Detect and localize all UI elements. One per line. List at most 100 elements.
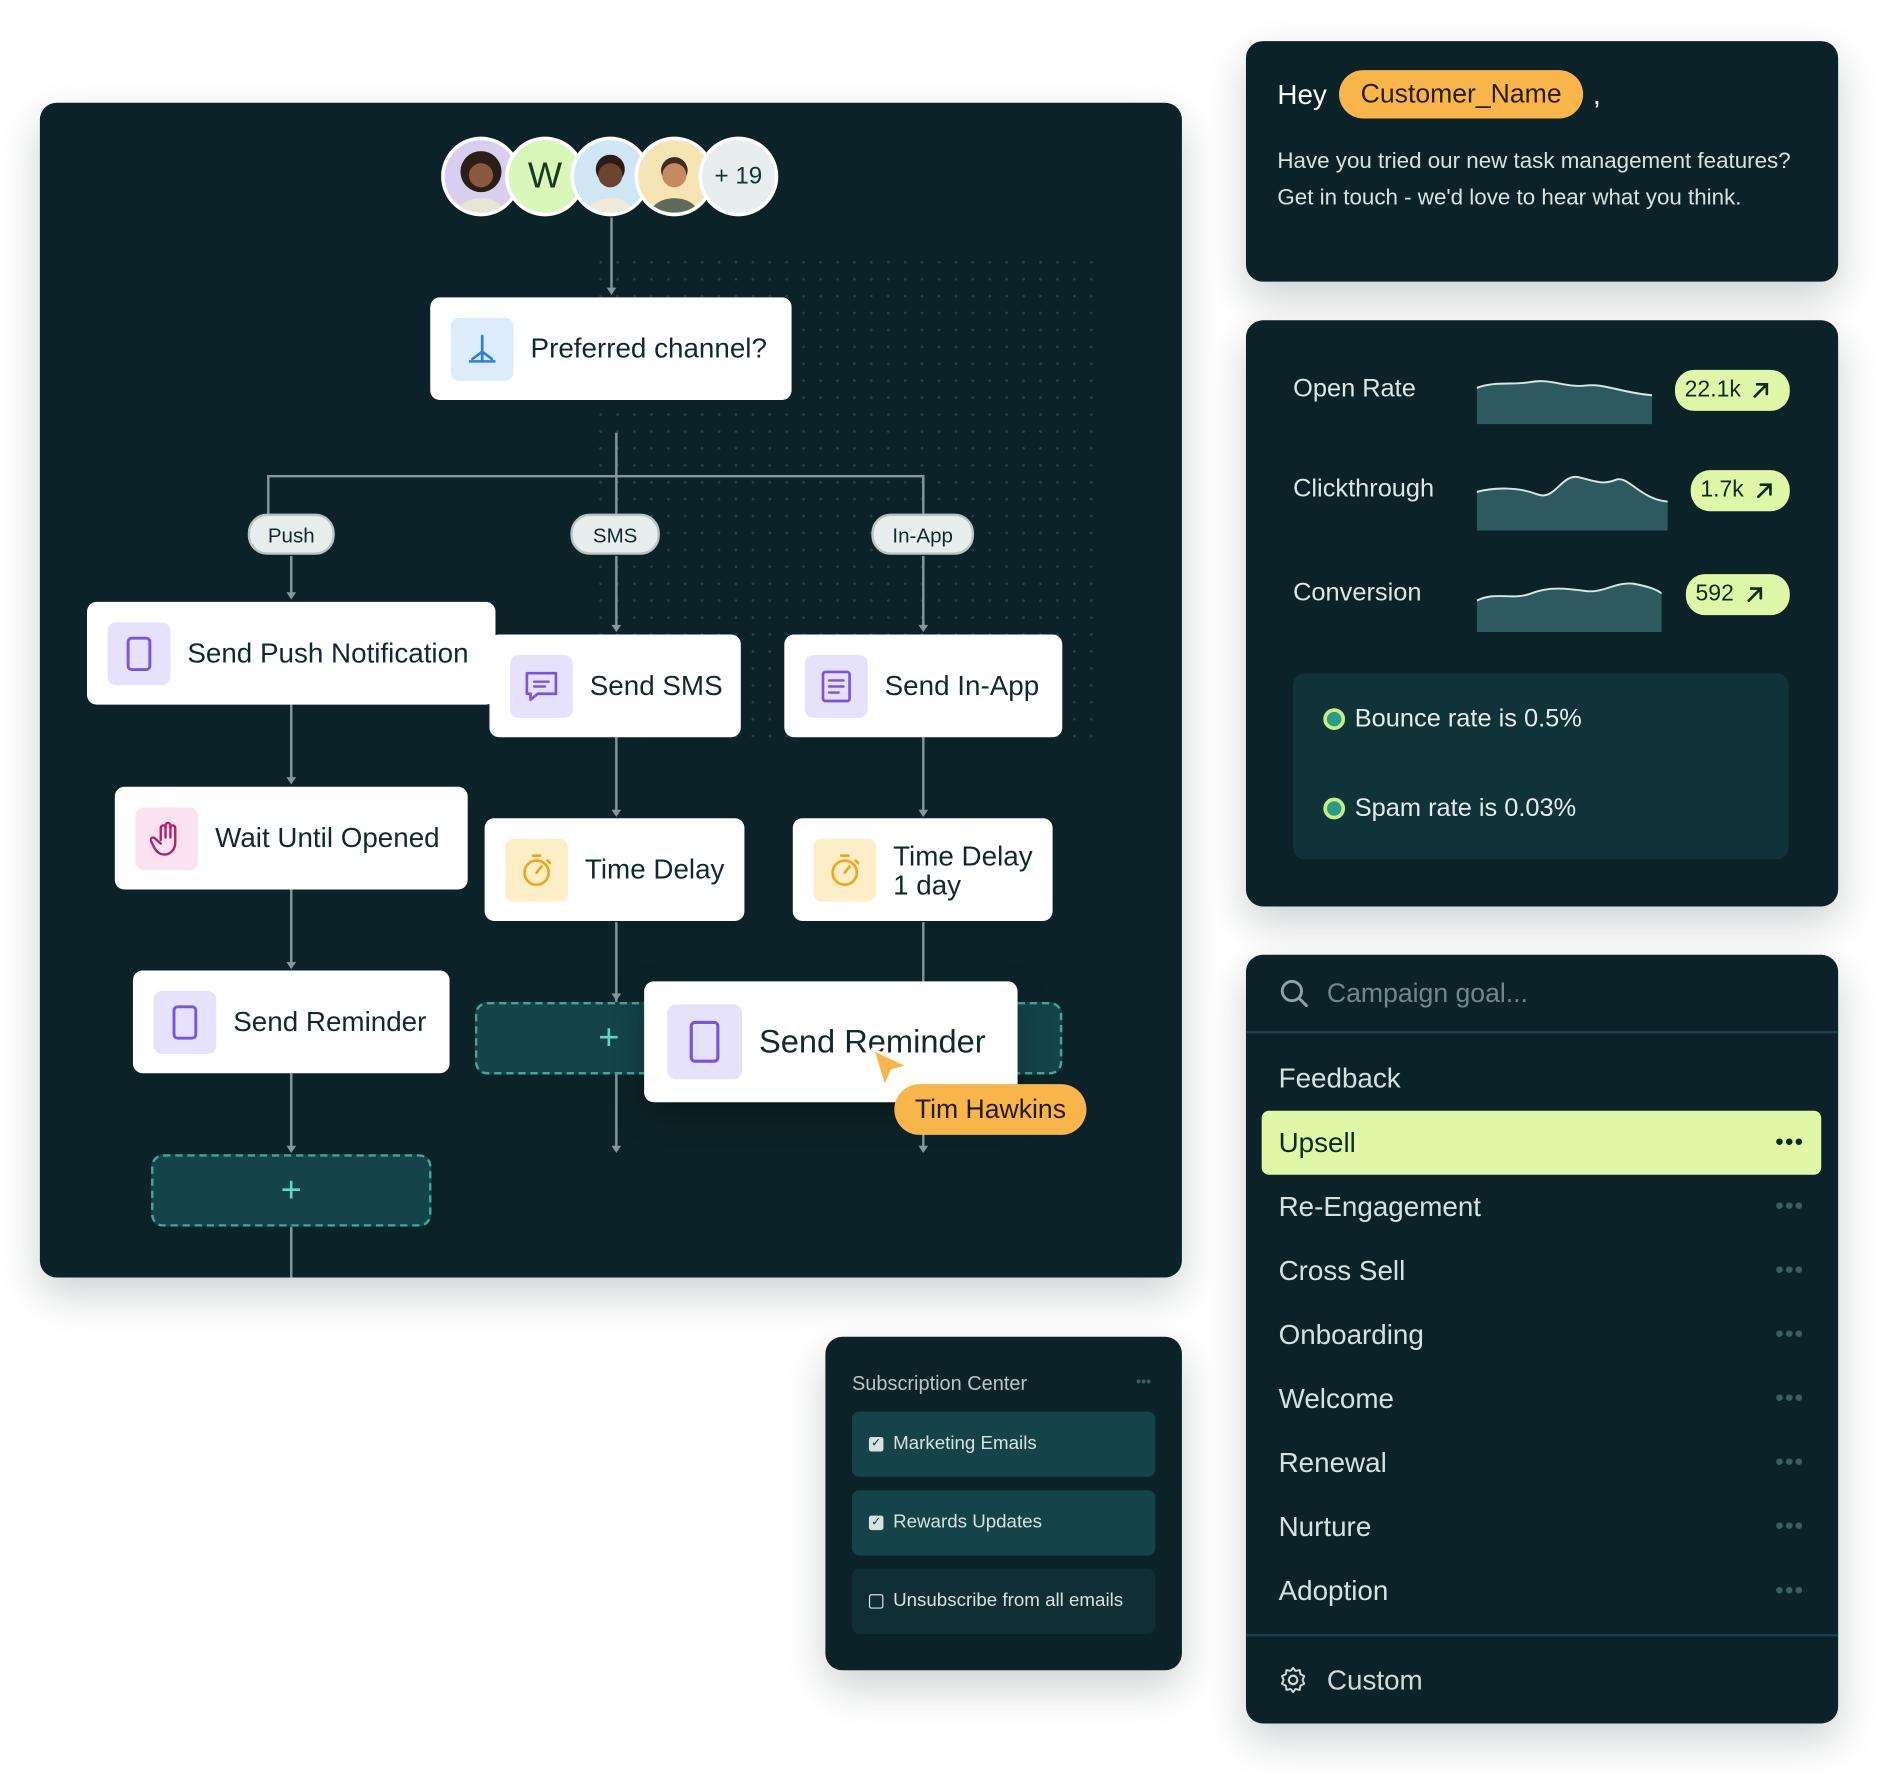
subscription-option-marketing-emails[interactable]: ✓ Marketing Emails bbox=[851, 1411, 1156, 1477]
time-delay-1-day-node[interactable]: Time Delay 1 day bbox=[792, 818, 1053, 921]
document-icon bbox=[804, 654, 868, 718]
connector bbox=[615, 1073, 617, 1149]
add-step-button[interactable]: + bbox=[151, 1154, 432, 1227]
connector bbox=[922, 555, 924, 627]
connector bbox=[615, 555, 617, 627]
more-options-icon[interactable]: ••• bbox=[1775, 1128, 1805, 1156]
clickthrough-sparkline bbox=[1476, 475, 1668, 531]
open-rate-label: Open Rate bbox=[1293, 374, 1416, 403]
connector bbox=[290, 704, 292, 780]
time-delay-node[interactable]: Time Delay bbox=[484, 818, 745, 921]
open-rate-sparkline bbox=[1476, 380, 1653, 425]
connector bbox=[290, 889, 292, 965]
goal-item-onboarding[interactable]: Onboarding ••• bbox=[1262, 1303, 1822, 1367]
goal-label: Upsell bbox=[1278, 1126, 1356, 1158]
person-photo-icon bbox=[456, 151, 506, 213]
gear-icon bbox=[1281, 1666, 1306, 1694]
send-reminder-node[interactable]: Send Reminder bbox=[132, 970, 450, 1074]
node-label: Send Reminder bbox=[233, 1005, 427, 1037]
stopwatch-icon bbox=[505, 838, 568, 902]
phone-icon bbox=[153, 990, 217, 1054]
goal-item-welcome[interactable]: Welcome ••• bbox=[1262, 1367, 1822, 1431]
plus-icon: + bbox=[598, 1017, 620, 1058]
status-dot-icon bbox=[1323, 797, 1346, 820]
more-options-icon[interactable]: ••• bbox=[1135, 1372, 1152, 1390]
send-sms-node[interactable]: Send SMS bbox=[489, 634, 741, 738]
connector-arrow bbox=[611, 809, 622, 818]
connector bbox=[922, 922, 924, 983]
goal-item-re-engagement[interactable]: Re-Engagement ••• bbox=[1262, 1175, 1822, 1239]
checkbox-checked-icon[interactable]: ✓ bbox=[868, 1515, 884, 1531]
collaborator-cursor-label: Tim Hawkins bbox=[894, 1084, 1087, 1135]
phone-icon bbox=[667, 1004, 743, 1080]
goal-item-nurture[interactable]: Nurture ••• bbox=[1262, 1495, 1822, 1559]
goal-item-feedback[interactable]: Feedback bbox=[1262, 1047, 1822, 1111]
goal-item-upsell[interactable]: Upsell ••• bbox=[1261, 1110, 1822, 1175]
dragged-send-reminder-node[interactable]: Send Reminder bbox=[644, 981, 1018, 1103]
more-options-icon[interactable]: ••• bbox=[1775, 1577, 1805, 1604]
checkbox-unchecked-icon[interactable] bbox=[868, 1594, 884, 1609]
subscription-option-unsubscribe-all[interactable]: Unsubscribe from all emails bbox=[851, 1568, 1156, 1635]
connector bbox=[615, 474, 617, 514]
split-icon bbox=[450, 317, 514, 381]
customer-name-variable-tag[interactable]: Customer_Name bbox=[1338, 70, 1584, 119]
goal-label: Renewal bbox=[1278, 1446, 1387, 1479]
goal-label: Onboarding bbox=[1278, 1318, 1424, 1351]
search-input[interactable]: Campaign goal... bbox=[1326, 977, 1528, 1008]
more-options-icon[interactable]: ••• bbox=[1775, 1192, 1805, 1220]
connector bbox=[290, 1226, 292, 1278]
conversion-label: Conversion bbox=[1293, 578, 1422, 607]
node-label: Wait Until Opened bbox=[215, 821, 440, 854]
goal-item-cross-sell[interactable]: Cross Sell ••• bbox=[1262, 1239, 1822, 1303]
wait-until-opened-node[interactable]: Wait Until Opened bbox=[114, 786, 468, 890]
person-photo-icon bbox=[586, 154, 635, 213]
connector-arrow bbox=[918, 1145, 929, 1154]
connector-arrow bbox=[918, 624, 929, 633]
send-in-app-node[interactable]: Send In-App bbox=[784, 634, 1063, 738]
connector-arrow bbox=[611, 1145, 622, 1154]
custom-goal-button[interactable]: Custom bbox=[1245, 1634, 1839, 1723]
decision-node[interactable]: Preferred channel? bbox=[430, 297, 792, 401]
greeting-punctuation: , bbox=[1593, 77, 1601, 110]
goal-label: Welcome bbox=[1278, 1382, 1394, 1415]
goal-item-renewal[interactable]: Renewal ••• bbox=[1262, 1431, 1822, 1495]
more-options-icon[interactable]: ••• bbox=[1775, 1449, 1805, 1476]
more-options-icon[interactable]: ••• bbox=[1775, 1256, 1805, 1284]
connector bbox=[290, 555, 292, 595]
custom-goal-label: Custom bbox=[1326, 1663, 1423, 1696]
conversion-badge: 592 bbox=[1685, 574, 1790, 616]
conversion-sparkline bbox=[1476, 582, 1662, 633]
campaign-goal-panel: Campaign goal... Feedback Upsell ••• Re-… bbox=[1245, 954, 1839, 1724]
goal-label: Re-Engagement bbox=[1278, 1190, 1482, 1222]
branch-label-sms: SMS bbox=[570, 513, 660, 555]
goal-label: Feedback bbox=[1278, 1062, 1401, 1094]
spam-rate-row: Spam rate is 0.03% bbox=[1323, 794, 1576, 823]
open-rate-value: 22.1k bbox=[1684, 377, 1741, 403]
greeting-text: Hey bbox=[1277, 77, 1327, 110]
option-label: Marketing Emails bbox=[893, 1433, 1037, 1454]
hand-stop-icon bbox=[135, 806, 199, 870]
goal-item-adoption[interactable]: Adoption ••• bbox=[1262, 1559, 1822, 1623]
more-options-icon[interactable]: ••• bbox=[1775, 1513, 1805, 1540]
subscription-title: Subscription Center bbox=[851, 1372, 1028, 1395]
node-label: Time Delay bbox=[584, 853, 725, 885]
metrics-panel: Open Rate 22.1k Clickthrough 1.7k Conver… bbox=[1245, 320, 1839, 907]
more-options-icon[interactable]: ••• bbox=[1775, 1320, 1805, 1348]
more-members-count: + 19 bbox=[714, 162, 763, 190]
campaign-goal-search[interactable]: Campaign goal... bbox=[1245, 955, 1839, 1034]
clickthrough-value: 1.7k bbox=[1700, 477, 1744, 503]
send-push-notification-node[interactable]: Send Push Notification bbox=[87, 601, 496, 705]
node-label: Time Delay bbox=[893, 839, 1033, 871]
checkbox-checked-icon[interactable]: ✓ bbox=[868, 1437, 884, 1452]
goal-label: Nurture bbox=[1278, 1510, 1372, 1543]
more-members-badge[interactable]: + 19 bbox=[698, 136, 779, 217]
trend-up-arrow-icon bbox=[1756, 483, 1772, 499]
node-label: Send In-App bbox=[884, 669, 1040, 701]
conversion-value: 592 bbox=[1695, 581, 1734, 607]
subscription-option-rewards-updates[interactable]: ✓ Rewards Updates bbox=[851, 1490, 1156, 1556]
connector-arrow bbox=[286, 777, 297, 785]
more-options-icon[interactable]: ••• bbox=[1775, 1385, 1805, 1412]
option-label: Unsubscribe from all emails bbox=[893, 1590, 1124, 1612]
node-text: Time Delay 1 day bbox=[893, 841, 1033, 899]
decision-label: Preferred channel? bbox=[530, 332, 767, 364]
